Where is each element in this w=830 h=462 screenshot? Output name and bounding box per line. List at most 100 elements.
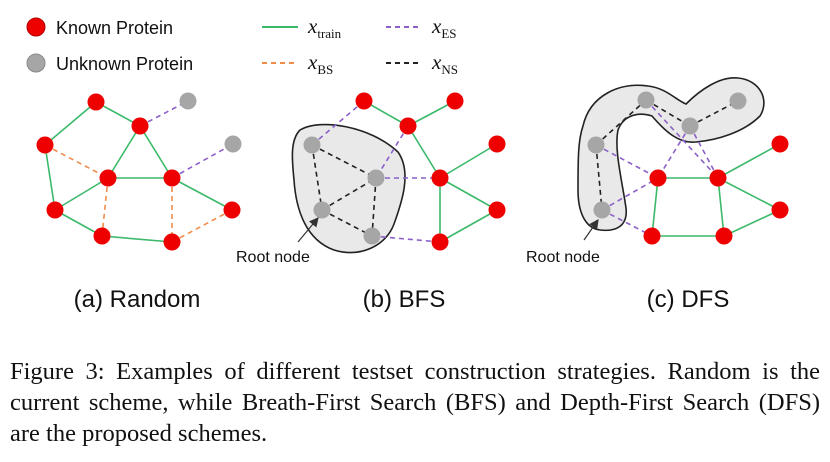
edge-bs (171, 209, 233, 243)
known-node (131, 117, 149, 135)
panel-bfs: Root node (b) BFS (236, 92, 506, 313)
edge-train (54, 177, 109, 211)
unknown-node (313, 201, 331, 219)
panel-dfs-label: (c) DFS (647, 286, 730, 313)
edge-train (651, 177, 659, 237)
known-node (709, 169, 727, 187)
panel-dfs: Root node (c) DFS (526, 77, 789, 313)
edge-es (657, 125, 691, 179)
known-node (771, 135, 789, 153)
known-node (36, 136, 54, 154)
edge-train (101, 235, 173, 243)
edge-train (171, 177, 233, 211)
unknown-node (587, 136, 605, 154)
edge-train (439, 143, 498, 179)
unknown-node (637, 91, 655, 109)
known-node (87, 93, 105, 111)
edge-train (139, 125, 173, 179)
panel-random-label: (a) Random (74, 286, 201, 313)
edge-ns (595, 99, 647, 146)
unknown-node (681, 117, 699, 135)
unknown-node (729, 92, 747, 110)
legend-ns-symbol: xNS (431, 50, 458, 77)
edge-es (595, 144, 659, 179)
edge-train (717, 177, 725, 237)
known-node (399, 117, 417, 135)
edge-ns (371, 177, 377, 237)
edge-es (407, 125, 441, 179)
bfs-root-label: Root node (236, 249, 310, 266)
edge-ns (311, 144, 377, 179)
figure-caption: Figure 3: Examples of different testset … (10, 358, 820, 447)
edge-es (139, 100, 189, 127)
edge-ns (311, 144, 323, 211)
bfs-test-region (291, 123, 406, 254)
panel-dfs-edges (595, 99, 781, 237)
edge-es (171, 143, 234, 179)
panel-random-edges (44, 100, 234, 243)
legend-known-label: Known Protein (56, 18, 173, 38)
known-node (223, 201, 241, 219)
edge-ns (321, 209, 373, 237)
edge-ns (321, 177, 377, 211)
edge-train (407, 100, 456, 127)
known-node (488, 135, 506, 153)
known-node (431, 169, 449, 187)
edge-es (375, 125, 409, 179)
edge-es (311, 100, 365, 146)
legend-known-marker (26, 17, 46, 37)
edge-train (54, 209, 103, 237)
known-node (163, 233, 181, 251)
known-node (715, 227, 733, 245)
dfs-root-label: Root node (526, 249, 600, 266)
edge-ns (689, 100, 739, 127)
known-node (643, 227, 661, 245)
panel-bfs-edges (311, 100, 498, 243)
edge-ns (595, 144, 603, 211)
known-node (771, 201, 789, 219)
panel-random: (a) Random (36, 92, 242, 313)
edge-es (601, 177, 659, 211)
edge-train (439, 177, 498, 211)
known-node (163, 169, 181, 187)
legend-unknown-marker (26, 53, 46, 73)
edge-train (717, 177, 781, 211)
known-node (355, 92, 373, 110)
edge-train (44, 144, 56, 211)
edge-bs (101, 177, 109, 237)
edge-train (717, 143, 781, 179)
known-node (46, 201, 64, 219)
panel-random-nodes (36, 92, 242, 251)
edge-train (107, 125, 141, 179)
panel-bfs-label: (b) BFS (363, 286, 446, 313)
known-node (93, 227, 111, 245)
bfs-root-arrow (297, 217, 319, 243)
edge-es (601, 209, 653, 237)
known-node (649, 169, 667, 187)
edge-bs (44, 144, 109, 179)
legend-train-symbol: xtrain (307, 14, 342, 41)
edge-es (371, 235, 441, 243)
known-node (446, 92, 464, 110)
unknown-node (179, 92, 197, 110)
edge-train (44, 101, 97, 146)
legend-es-symbol: xES (431, 14, 457, 41)
unknown-node (593, 201, 611, 219)
known-node (431, 233, 449, 251)
legend-bs-symbol: xBS (307, 50, 333, 77)
edge-train (723, 209, 781, 237)
figure-canvas: Known Protein Unknown Protein xtrain xBS… (26, 14, 789, 313)
known-node (488, 201, 506, 219)
edge-es (689, 125, 719, 179)
dfs-root-arrow (583, 219, 599, 241)
known-node (99, 169, 117, 187)
unknown-node (224, 135, 242, 153)
unknown-node (303, 136, 321, 154)
legend: Known Protein Unknown Protein xtrain xBS… (26, 14, 458, 77)
legend-unknown-label: Unknown Protein (56, 54, 193, 74)
panel-bfs-nodes (303, 92, 506, 251)
unknown-node (367, 169, 385, 187)
panel-dfs-nodes (587, 91, 789, 245)
edge-train (439, 209, 498, 243)
unknown-node (363, 227, 381, 245)
